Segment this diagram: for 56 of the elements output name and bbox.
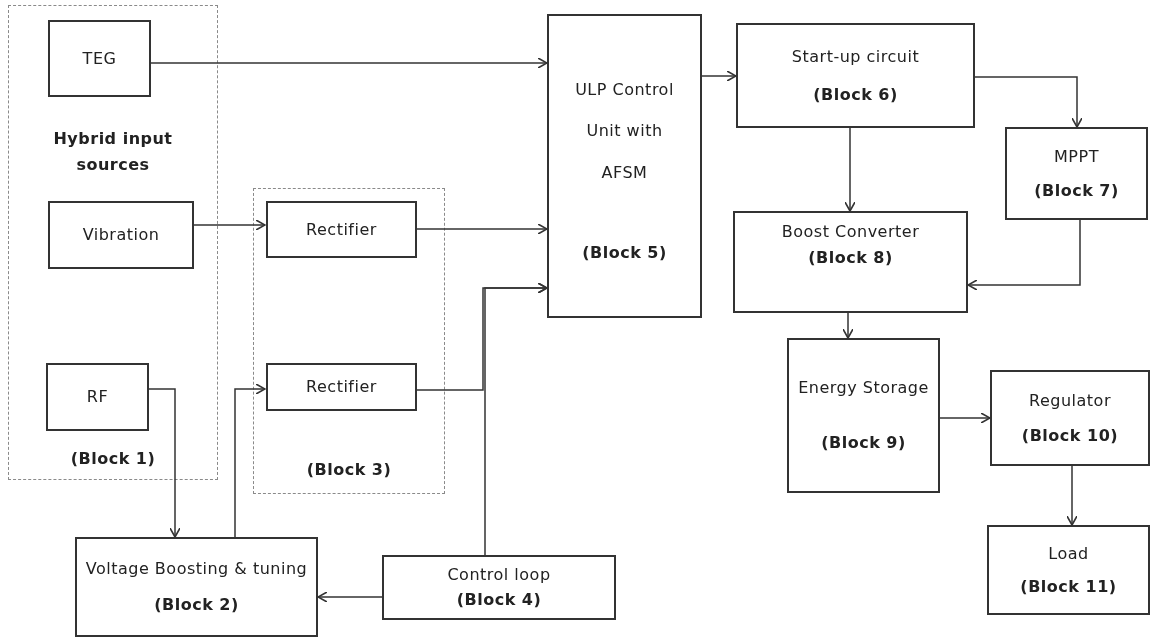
block-label: Rectifier [306, 376, 377, 398]
block-number: (Block 7) [1034, 179, 1119, 202]
arrow [701, 70, 737, 82]
process-box [266, 201, 417, 258]
block-label: Energy Storage [798, 377, 929, 399]
process-box [46, 363, 149, 431]
process-box [547, 14, 702, 318]
process-box [75, 537, 318, 637]
arrow [1066, 465, 1078, 526]
block-number: (Block 2) [154, 594, 239, 617]
block-label: Voltage Boosting & tuning [85, 557, 308, 580]
block-label: TEG [82, 47, 117, 70]
process-box [48, 201, 194, 269]
block-label: Regulator [1029, 389, 1111, 412]
group-box [8, 5, 218, 480]
group-label: Hybrid input sources [52, 128, 174, 176]
group-label: (Block 3) [305, 459, 393, 481]
block-label: Boost Converter [781, 221, 920, 243]
block-label: Vibration [82, 224, 160, 246]
block-number: (Block 10) [1021, 424, 1119, 447]
block-number: (Block 8) [808, 246, 893, 269]
block-label: Control loop [447, 564, 551, 586]
process-box [733, 211, 968, 313]
process-box [987, 525, 1150, 615]
process-box [990, 370, 1150, 466]
block-number: (Block 6) [813, 83, 898, 106]
process-box [736, 23, 975, 128]
block-number: (Block 9) [821, 432, 906, 454]
arrow [974, 76, 1083, 128]
arrow [192, 219, 266, 231]
arrow [415, 223, 548, 235]
arrow [484, 282, 548, 556]
process-box [266, 363, 417, 411]
block-label: Rectifier [306, 218, 377, 241]
arrow [939, 412, 991, 424]
process-box [382, 555, 616, 620]
arrow [147, 388, 181, 538]
group-label: (Block 1) [69, 448, 157, 470]
arrow [149, 57, 548, 69]
block-label: MPPT [1054, 145, 1099, 168]
block-number: (Block 4) [456, 589, 542, 611]
block-label: Load [1048, 542, 1089, 565]
group-box [253, 188, 445, 494]
process-box [787, 338, 940, 493]
block-label: RF [86, 386, 109, 408]
arrow [842, 312, 854, 339]
arrow [967, 219, 1081, 291]
block-label: Start-up circuit [791, 45, 920, 68]
block-number: (Block 11) [1020, 575, 1117, 598]
arrow [844, 127, 856, 212]
arrow [317, 591, 383, 603]
arrow [234, 383, 266, 538]
process-box [48, 20, 151, 97]
block-label: ULP Control Unit with AFSM [574, 78, 675, 184]
block-number: (Block 5) [582, 241, 667, 264]
process-box [1005, 127, 1148, 220]
